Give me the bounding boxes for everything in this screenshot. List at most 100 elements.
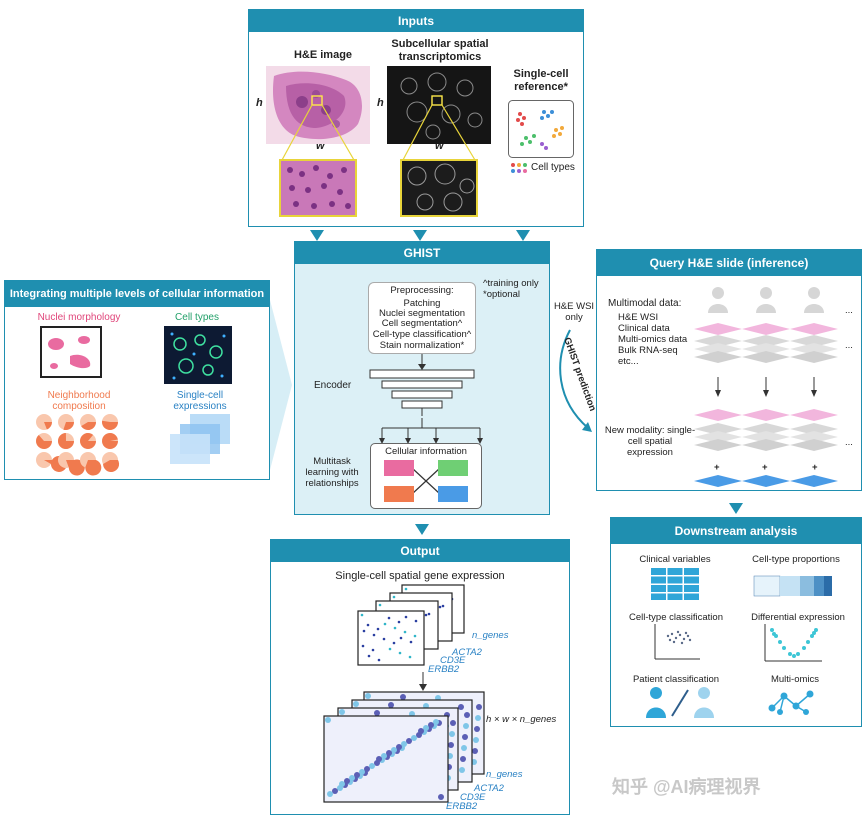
- arrow-pre-encoder: [418, 354, 426, 370]
- query-patients-grid: [694, 287, 838, 487]
- he-zoom-patch: [279, 159, 357, 217]
- single-cell-label: Single-cell expressions: [173, 390, 227, 412]
- patient-classification-icon: [646, 687, 714, 718]
- nuclei-morphology-label: Nuclei morphology: [37, 312, 121, 323]
- mm-item-he-wsi: H&E WSI: [618, 312, 659, 323]
- st-label: Subcellular spatial transcriptomics: [391, 38, 489, 63]
- he-wsi-only-label: H&E WSI only: [553, 301, 595, 323]
- gene-erbb2-bottom: ERBB2: [446, 801, 478, 812]
- pie-chart-icon: [101, 414, 118, 430]
- encoder-stack: [369, 369, 475, 416]
- cell-types-image: [164, 326, 232, 384]
- pie-chart-icon: [58, 433, 74, 449]
- gene-map-layer: [323, 715, 449, 803]
- cell-types-legend: Cell types: [531, 162, 575, 173]
- gene-stack-bottom: [323, 691, 485, 803]
- cell-types-label: Cell types: [175, 312, 219, 323]
- pie-chart-icon: [58, 452, 85, 476]
- dims-label: h × w × n_genes: [486, 714, 556, 725]
- pie-chart-icon: [80, 433, 96, 449]
- encoder-label: Encoder: [314, 380, 352, 391]
- integrating-connector: [270, 300, 292, 470]
- pie-chart-icon: [102, 433, 118, 449]
- gene-acta2-bottom: ACTA2: [474, 783, 504, 794]
- st-image: [387, 66, 491, 144]
- he-zoom-lines: [281, 104, 355, 161]
- table-icon: [651, 568, 699, 600]
- he-h-label: h: [256, 97, 263, 109]
- pie-chart-icon: [80, 452, 102, 476]
- st-w-label: w: [435, 140, 444, 152]
- patient-column: [742, 287, 790, 487]
- gene-erbb2-top: ERBB2: [428, 664, 460, 675]
- step-nuclei-seg: Nuclei segmentation: [378, 308, 466, 319]
- he-w-label: w: [316, 140, 325, 152]
- note-optional: *optional: [483, 289, 520, 300]
- ghist-prediction-arc: [559, 329, 592, 432]
- mm-item-multiomics: Multi-omics data: [618, 334, 688, 345]
- multimodal-title: Multimodal data:: [608, 298, 682, 309]
- output-title: Output: [271, 540, 569, 562]
- output-heading: Single-cell spatial gene expression: [335, 570, 505, 582]
- n-genes-top: n_genes: [472, 630, 509, 641]
- plus-1: +: [714, 462, 720, 473]
- pie-chart-icon: [102, 452, 120, 473]
- query-title: Query H&E slide (inference): [597, 250, 861, 276]
- mm-item-bulk: Bulk RNA-seq: [618, 345, 678, 356]
- sc-reference-umap: [508, 100, 574, 158]
- ghist-title: GHIST: [295, 242, 549, 264]
- preprocessing-title: Preprocessing:: [390, 285, 454, 296]
- single-cell-squares: [170, 414, 230, 464]
- cell-types-dots-icon: [511, 163, 527, 173]
- pie-chart-icon: [36, 433, 52, 449]
- arrow-output-down: [419, 672, 427, 691]
- gene-stack-top: [357, 584, 465, 666]
- arrow-query-downstream: [729, 503, 743, 514]
- inputs-title: Inputs: [249, 10, 583, 32]
- arrow-inputs-ghist-2: [413, 230, 427, 241]
- neighborhood-label: Neighborhood composition: [47, 390, 111, 412]
- mm-item-etc: etc...: [618, 356, 639, 367]
- step-patching: Patching: [403, 298, 441, 309]
- ds-diff-expr-label: Differential expression: [751, 612, 845, 623]
- dims-text: h × w × n_genes: [486, 714, 557, 725]
- gene-cd3e-bottom: CD3E: [460, 792, 486, 803]
- volcano-icon: [764, 624, 822, 662]
- ds-proportions-label: Cell-type proportions: [752, 554, 840, 565]
- multiomics-network-icon: [768, 690, 814, 715]
- note-training-only: ^training only: [483, 278, 539, 289]
- gene-cd3e-top: CD3E: [440, 655, 466, 666]
- query-ellipsis-1: ...: [845, 305, 853, 316]
- st-zoom-lines: [402, 104, 476, 161]
- step-stain-norm: Stain normalization*: [379, 340, 465, 351]
- plus-2: +: [762, 462, 768, 473]
- neighborhood-pies: [36, 414, 120, 476]
- patient-column: [790, 287, 838, 487]
- n-genes-bottom: n_genes: [486, 769, 523, 780]
- st-zoom-patch: [400, 159, 478, 217]
- pie-chart-icon: [36, 414, 52, 430]
- step-cell-type-class: Cell-type classification^: [372, 329, 472, 340]
- cell-type-scatter-icon: [654, 624, 700, 660]
- arrow-ghist-output: [415, 524, 429, 535]
- preprocessing-box: [368, 282, 476, 354]
- ds-clinical-label: Clinical variables: [639, 554, 711, 565]
- st-h-label: h: [377, 97, 384, 109]
- query-ellipsis-3: ...: [845, 437, 853, 448]
- ds-cell-type-label: Cell-type classification: [629, 612, 723, 623]
- multitask-label: Multitask learning with relationships: [305, 456, 359, 489]
- plus-3: +: [812, 462, 818, 473]
- watermark: 知乎 @AI病理视界: [612, 777, 761, 797]
- nuclei-morphology-image: [40, 326, 102, 378]
- query-ellipsis-2: ...: [845, 340, 853, 351]
- integrating-title: Integrating multiple levels of cellular …: [5, 281, 269, 307]
- cellular-info-title: Cellular information: [385, 446, 467, 457]
- sc-reference-label: Single-cell reference*: [513, 68, 569, 93]
- proportion-bar-icon: [753, 575, 832, 597]
- he-image-label: H&E image: [293, 49, 353, 61]
- he-image: [266, 66, 370, 144]
- ds-multiomics-label: Multi-omics: [770, 674, 820, 685]
- patient-column: [694, 287, 742, 487]
- gene-map-layer: [357, 610, 425, 666]
- new-modality-label: New modality: single-cell spatial expres…: [604, 425, 696, 458]
